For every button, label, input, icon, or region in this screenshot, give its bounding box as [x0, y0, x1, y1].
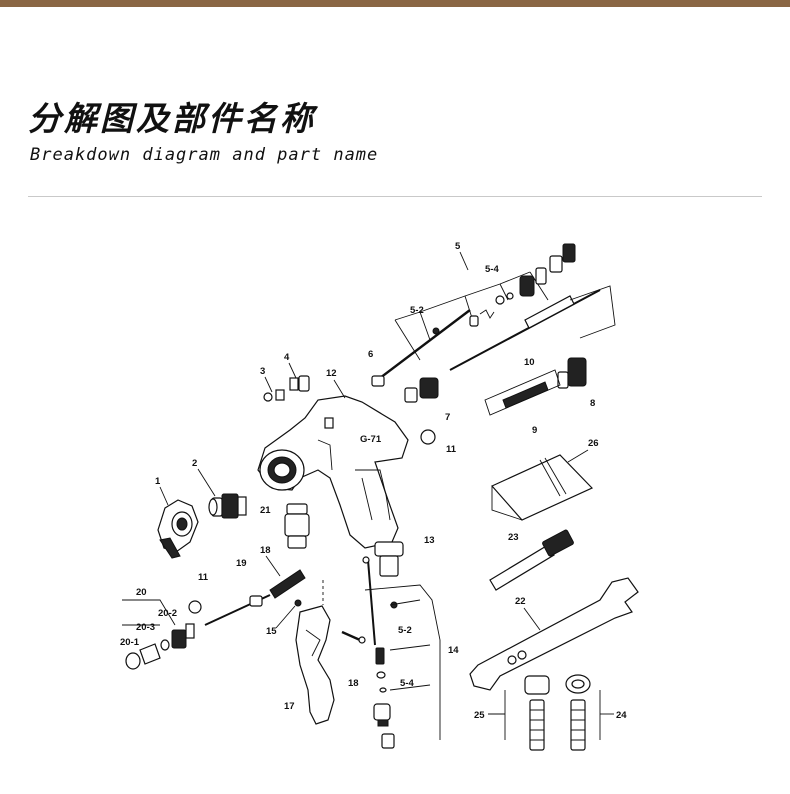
part-8-adjust-knob — [557, 357, 587, 389]
label-21: 21 — [260, 505, 271, 516]
label-18-bottom: 18 — [348, 678, 359, 689]
label-11-right: 11 — [446, 444, 457, 455]
part-14-air-valve — [362, 556, 441, 749]
gun-body: G-71 — [257, 395, 409, 549]
label-15: 15 — [266, 626, 277, 637]
part-4-knob — [289, 375, 310, 392]
part-26-manual — [491, 454, 594, 521]
label-5-2-bottom: 5-2 — [398, 625, 412, 636]
label-5-2-top: 5-2 — [410, 305, 424, 316]
label-20: 20 — [136, 587, 147, 598]
label-19: 19 — [236, 558, 247, 569]
label-25: 25 — [474, 710, 485, 721]
label-20-2: 20-2 — [158, 608, 177, 619]
label-9: 9 — [532, 425, 537, 436]
part-10-fluid-needle — [449, 285, 616, 371]
part-11-oring-left — [188, 600, 202, 614]
part-3-screw — [263, 389, 285, 402]
label-20-1: 20-1 — [120, 637, 140, 648]
part-24-nipple — [565, 674, 601, 751]
part-18-pin — [341, 630, 366, 644]
part-2-nozzle — [208, 493, 247, 519]
part-19-rod — [204, 594, 271, 626]
page-title: 分解图及部件名称 — [28, 99, 316, 138]
label-24: 24 — [616, 710, 627, 721]
label-26: 26 — [588, 438, 599, 449]
part-6-needle — [371, 309, 471, 387]
label-5-4-top: 5-4 — [485, 264, 499, 275]
gun-marking: G-71 — [360, 434, 382, 445]
label-14: 14 — [448, 645, 459, 656]
part-7-valve-seat — [404, 377, 439, 403]
label-22: 22 — [515, 596, 526, 607]
part-9-spring — [484, 369, 561, 416]
part-1-air-cap — [157, 499, 199, 559]
part-18-spring — [269, 569, 306, 599]
label-12: 12 — [326, 368, 337, 379]
label-2: 2 — [192, 458, 197, 469]
label-10: 10 — [524, 357, 535, 368]
part-22-wrench — [469, 577, 639, 691]
part-25-nipple — [504, 675, 550, 751]
label-3: 3 — [260, 366, 265, 377]
label-1: 1 — [155, 476, 161, 487]
part-11-oring — [420, 429, 436, 445]
part-17-trigger — [295, 580, 335, 725]
exploded-diagram: G-71 1 2 3 4 — [120, 241, 639, 751]
title-divider — [28, 196, 762, 197]
label-6: 6 — [368, 349, 373, 360]
part-5-valve-assembly — [394, 243, 576, 361]
label-8: 8 — [590, 398, 595, 409]
label-18-left: 18 — [260, 545, 271, 556]
page-subtitle: Breakdown diagram and part name — [30, 145, 379, 165]
top-accent-bar — [0, 0, 790, 7]
label-13: 13 — [424, 535, 435, 546]
nut-icon — [324, 417, 334, 429]
part-23-brush — [489, 529, 574, 591]
label-7: 7 — [445, 412, 450, 423]
label-4: 4 — [284, 352, 290, 363]
label-17: 17 — [284, 701, 295, 712]
label-5-4-bottom: 5-4 — [400, 678, 414, 689]
part-21-fitting — [284, 503, 310, 549]
label-11-left: 11 — [198, 572, 209, 583]
label-20-3: 20-3 — [136, 622, 155, 633]
part-15-screw — [294, 599, 302, 607]
label-5: 5 — [455, 241, 461, 252]
label-23: 23 — [508, 532, 519, 543]
part-13-fluid-inlet — [374, 541, 404, 577]
part-20-assembly — [122, 599, 195, 670]
